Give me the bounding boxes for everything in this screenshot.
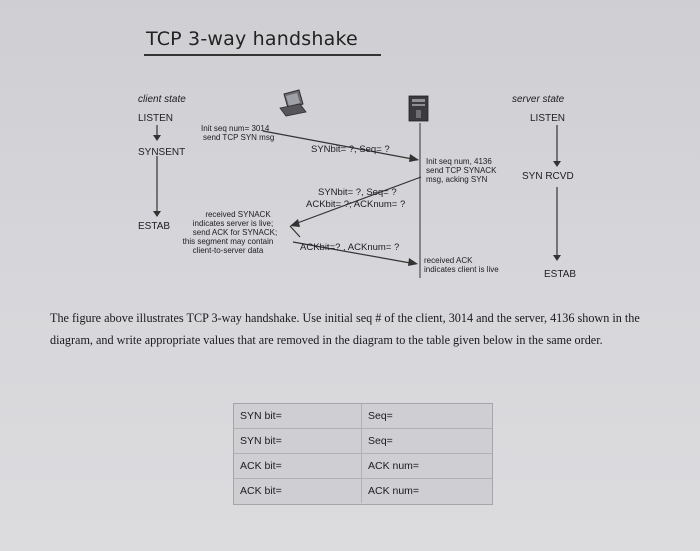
row-divider — [234, 453, 492, 454]
server-tower-icon — [408, 95, 429, 122]
syn-message-label: SYNbit= ?, Seq= ? — [311, 144, 390, 155]
ack-message-label: ACKbit=? , ACKnum= ? — [300, 242, 400, 253]
table-cell-left[interactable]: ACK bit= — [234, 454, 362, 478]
server-init-line-3: msg, acking SYN — [426, 175, 488, 184]
client-init-line-1: Init seq num= 3014 — [201, 124, 270, 133]
server-init-line-2: send TCP SYNACK — [426, 166, 497, 175]
client-rcv-line-4: this segment may contain — [182, 237, 274, 246]
server-state-estab: ESTAB — [544, 269, 577, 280]
client-rcv-line-3: send ACK for SYNACK; — [192, 228, 278, 237]
synack-arrow — [289, 176, 422, 238]
table-cell-right[interactable]: Seq= — [368, 410, 393, 422]
table-cell-left[interactable]: SYN bit= — [234, 404, 362, 428]
server-init-line-1: Init seq num, 4136 — [426, 157, 492, 166]
title-underline — [144, 54, 381, 56]
table-cell-left[interactable]: SYN bit= — [234, 429, 362, 453]
server-state-synrcvd: SYN RCVD — [522, 171, 574, 182]
client-state-listen: LISTEN — [138, 113, 174, 124]
ack-arrow — [292, 241, 418, 266]
page-title: TCP 3-way handshake — [146, 28, 358, 50]
row-divider — [234, 428, 492, 429]
table-cell-left[interactable]: ACK bit= — [234, 479, 362, 503]
server-rcv-line-2: indicates client is live — [424, 265, 499, 274]
table-cell-right[interactable]: ACK num= — [368, 485, 420, 497]
client-rcv-line-5: client-to-server data — [192, 246, 264, 255]
server-state-listen: LISTEN — [530, 113, 566, 124]
table-row: ACK bit= ACK num= — [234, 454, 492, 479]
answer-table: SYN bit= Seq= SYN bit= Seq= ACK bit= ACK… — [233, 403, 493, 505]
table-row: SYN bit= Seq= — [234, 429, 492, 454]
server-init-note: Init seq num, 4136 send TCP SYNACK msg, … — [426, 157, 496, 184]
handshake-diagram — [153, 89, 561, 278]
table-cell-right[interactable]: Seq= — [368, 435, 393, 447]
client-init-line-2: send TCP SYN msg — [203, 133, 275, 142]
server-received-note: received ACK indicates client is live — [424, 256, 499, 274]
table-cell-right[interactable]: ACK num= — [368, 460, 420, 472]
client-init-note: Init seq num= 3014 send TCP SYN msg — [201, 124, 274, 142]
synack-message-label-1: SYNbit= ?, Seq= ? — [318, 187, 397, 198]
synack-message-label-2: ACKbit= ?; ACKnum= ? — [306, 199, 406, 210]
row-divider — [234, 478, 492, 479]
table-row: ACK bit= ACK num= — [234, 479, 492, 504]
table-row: SYN bit= Seq= — [234, 404, 492, 429]
instruction-text: The figure above illustrates TCP 3-way h… — [50, 311, 640, 347]
syn-arrow — [262, 130, 419, 162]
client-state-heading: client state — [138, 94, 186, 105]
laptop-icon — [279, 89, 307, 117]
client-state-estab: ESTAB — [138, 221, 171, 232]
client-state-synsent: SYNSENT — [138, 147, 186, 158]
server-rcv-line-1: received ACK — [424, 256, 473, 265]
client-rcv-line-2: indicates server is live; — [192, 219, 274, 228]
server-state-heading: server state — [512, 94, 565, 105]
client-rcv-line-1: received SYNACK — [205, 210, 271, 219]
client-received-note: received SYNACK indicates server is live… — [168, 210, 288, 255]
